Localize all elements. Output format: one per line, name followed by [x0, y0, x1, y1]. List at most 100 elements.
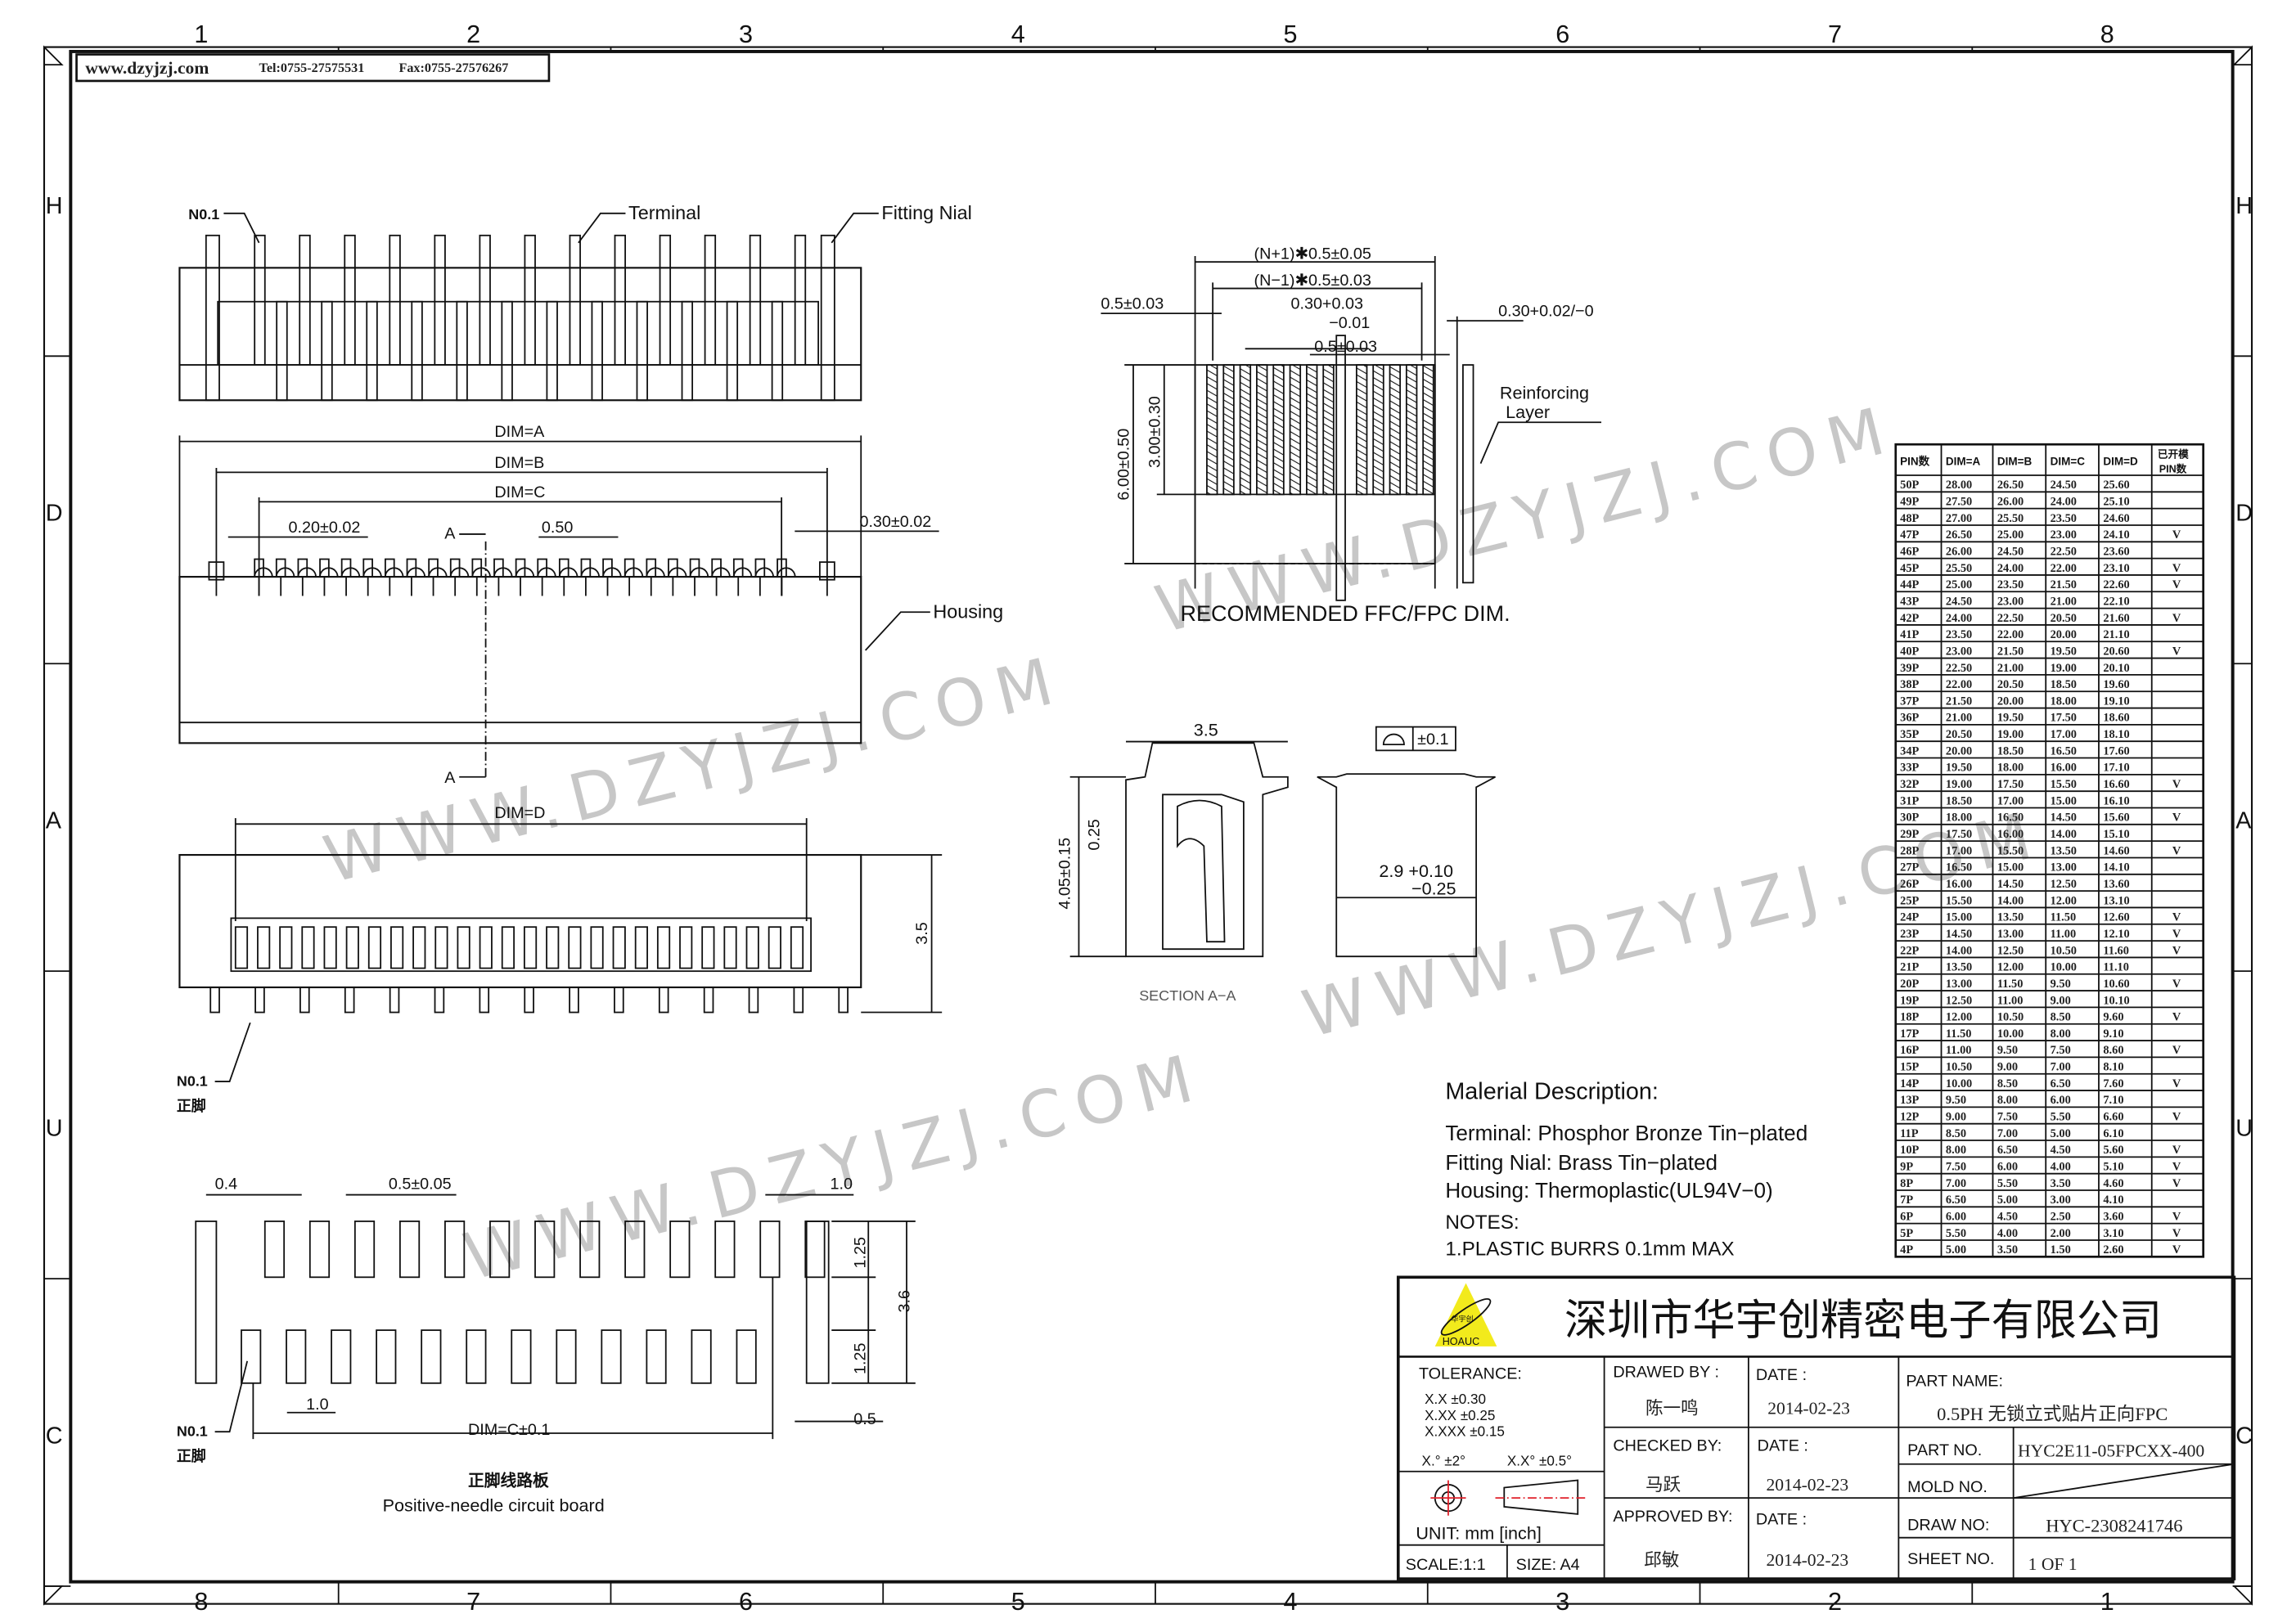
table-cell: 8.00: [2051, 1027, 2071, 1041]
table-cell: 19.10: [2103, 695, 2129, 708]
table-cell: 16.50: [2051, 744, 2077, 758]
table-cell-pin: 32P: [1900, 778, 1919, 791]
table-cell: 6.10: [2103, 1127, 2123, 1140]
pad-bottom-row: [511, 1329, 532, 1384]
zone-number-bottom: 1: [2100, 1588, 2114, 1616]
corner-arrow-icon: [2232, 1585, 2253, 1606]
table-cell: 10.00: [1946, 1077, 1972, 1090]
table-cell: 10.50: [1997, 1011, 2024, 1024]
total-dim: 3.6: [896, 1290, 914, 1312]
table-cell-pin: 48P: [1900, 512, 1919, 525]
table-cell: 11.00: [1946, 1044, 1972, 1057]
table-cell: 16.00: [1997, 828, 2024, 841]
pin-bump: [362, 567, 382, 578]
table-cell: 19.00: [1997, 728, 2024, 741]
table-cell: 22.00: [2051, 562, 2077, 575]
table-cell: 20.50: [1997, 678, 2024, 691]
pin-bump: [275, 567, 295, 578]
table-cell: 13.50: [1946, 961, 1972, 974]
table-cell: 9.50: [1997, 1044, 2018, 1057]
zone-letter-right: C: [2235, 1423, 2253, 1450]
table-cell-pin: 41P: [1900, 628, 1919, 641]
ffc-conductor: [1289, 364, 1302, 496]
table-cell: 7.00: [1997, 1127, 2018, 1140]
tolerance-2: X.XX ±0.25: [1425, 1408, 1495, 1423]
table-cell: 21.60: [2103, 612, 2129, 625]
table-cell: 23.10: [2103, 562, 2129, 575]
fitting-nail-label: Fitting Nial: [881, 202, 971, 223]
table-header: DIM=A: [1946, 455, 1981, 467]
table-cell-pin: 36P: [1900, 712, 1919, 725]
contact-tooth: [679, 926, 693, 969]
table-cell: 4.50: [2051, 1144, 2071, 1157]
table-cell-pin: 37P: [1900, 695, 1919, 708]
zone-number-bottom: 7: [466, 1588, 480, 1616]
table-cell: 8.50: [2051, 1011, 2071, 1024]
table-cell: 24.50: [1946, 595, 1972, 608]
table-cell: 10.50: [1946, 1061, 1972, 1074]
table-cell: 11.60: [2103, 944, 2129, 957]
table-cell: 21.50: [2051, 578, 2077, 591]
flatness-tol: ±0.1: [1417, 731, 1448, 749]
table-cell: 22.00: [1946, 678, 1972, 691]
pin-bump: [297, 567, 317, 578]
table-cell-pin: 9P: [1900, 1161, 1913, 1174]
contact-tooth: [546, 926, 560, 969]
contact-tooth: [634, 926, 648, 969]
table-cell: 3.00: [2051, 1194, 2071, 1207]
pad-bottom-row: [556, 1329, 577, 1384]
pin-bump: [449, 567, 470, 578]
table-cell: 23.00: [1997, 595, 2024, 608]
contact-tooth: [390, 926, 404, 969]
pin-tail: [479, 987, 490, 1014]
fitting-nail: [205, 234, 220, 402]
table-cell: 14.50: [1997, 878, 2024, 891]
table-cell-tooled: V: [2172, 812, 2181, 825]
table-cell-pin: 47P: [1900, 528, 1919, 542]
table-cell: 1.50: [2051, 1243, 2071, 1257]
table-cell: 11.00: [2051, 928, 2077, 941]
table-cell: 18.00: [1946, 812, 1972, 825]
zone-letter-right: A: [2235, 808, 2252, 834]
table-cell: 19.00: [1946, 778, 1972, 791]
table-cell: 4.50: [1997, 1211, 2018, 1224]
contact-tooth: [523, 926, 538, 969]
table-cell-tooled: V: [2172, 1144, 2181, 1157]
table-cell-pin: 49P: [1900, 496, 1919, 509]
table-cell: 28.00: [1946, 479, 1972, 492]
scale-label: SCALE:1:1: [1406, 1556, 1486, 1574]
pin-tail: [299, 987, 310, 1014]
pad-top-row: [398, 1221, 421, 1279]
table-cell: 17.60: [2103, 744, 2129, 758]
table-cell-tooled: V: [2172, 944, 2181, 957]
pin-bump: [732, 567, 753, 578]
table-cell: 4.10: [2103, 1194, 2123, 1207]
tolerance-1: X.X ±0.30: [1425, 1391, 1486, 1407]
table-cell: 22.50: [2051, 545, 2077, 558]
table-cell: 8.60: [2103, 1044, 2123, 1057]
pin-bump: [537, 567, 556, 578]
approved-date: 2014-02-23: [1766, 1550, 1848, 1570]
zone-number-bottom: 3: [1555, 1588, 1569, 1616]
opening-dim: 2.9 +0.10: [1379, 861, 1453, 881]
terminal-top: [704, 234, 717, 366]
pad-width-dim: 0.4: [215, 1175, 237, 1193]
table-cell: 23.50: [1997, 578, 2024, 591]
table-cell-tooled: V: [2172, 578, 2181, 591]
part-name-label: PART NAME:: [1906, 1372, 2003, 1390]
reinforcing-label: Reinforcing: [1500, 382, 1589, 402]
table-cell: 24.10: [2103, 528, 2129, 542]
pad-bottom-row: [691, 1329, 712, 1384]
table-cell: 18.50: [1997, 744, 2024, 758]
table-cell: 5.60: [2103, 1144, 2123, 1157]
pin-bump: [668, 567, 687, 578]
pin-bump: [754, 567, 774, 578]
pin-bump: [406, 567, 426, 578]
first-angle-projection-icon: [1430, 1479, 1587, 1516]
table-cell: 11.10: [2103, 961, 2129, 974]
table-cell: 9.10: [2103, 1027, 2123, 1041]
fitting-nail: [820, 234, 835, 402]
table-cell: 13.60: [2103, 878, 2129, 891]
table-cell: 12.00: [2051, 894, 2077, 907]
pin-tail: [793, 987, 804, 1014]
